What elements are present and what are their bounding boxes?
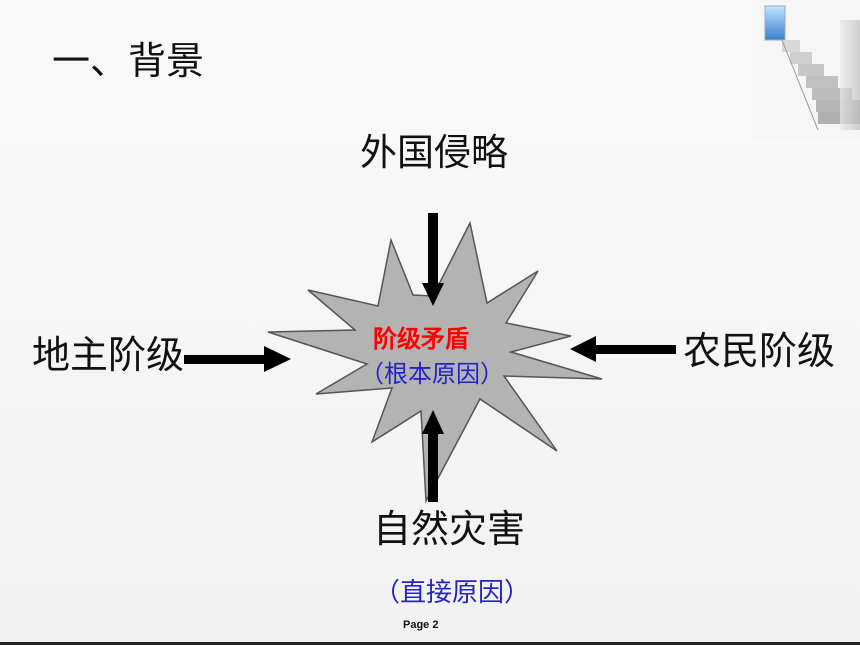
arrow-from-top — [422, 213, 444, 306]
arrow-from-left — [184, 346, 291, 372]
label-direct-cause: （直接原因） — [374, 578, 531, 608]
label-landlord-class: 地主阶级 — [32, 333, 185, 377]
center-label-root-cause: （根本原因） — [360, 360, 504, 388]
arrow-from-bottom — [422, 410, 444, 502]
label-foreign-invasion: 外国侵略 — [360, 131, 508, 174]
page-number: Page 2 — [403, 619, 439, 631]
label-natural-disaster: 自然灾害 — [373, 507, 526, 551]
bottom-divider — [0, 642, 860, 645]
staircase-icon — [752, 0, 860, 140]
center-label-class-conflict: 阶级矛盾 — [373, 324, 469, 353]
arrow-from-right — [570, 336, 676, 362]
slide-title: 一、背景 — [52, 39, 205, 83]
burst-shape — [267, 220, 603, 504]
label-peasant-class: 农民阶级 — [683, 329, 836, 373]
